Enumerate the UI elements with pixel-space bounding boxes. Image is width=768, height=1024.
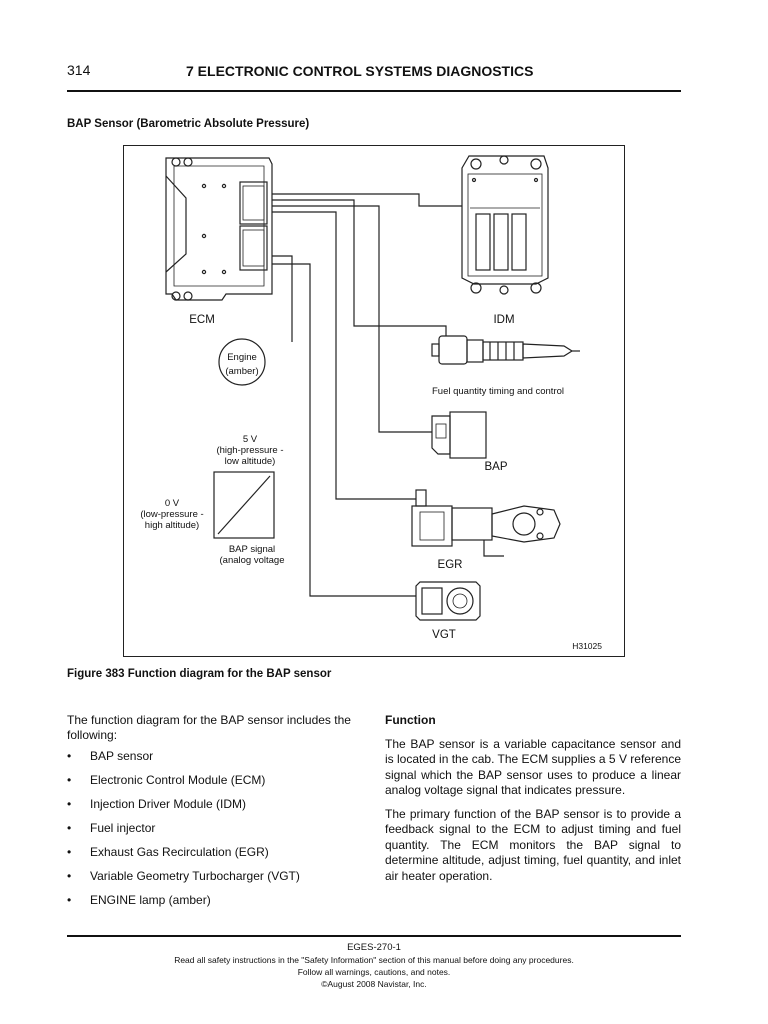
figure-caption: Figure 383 Function diagram for the BAP …: [67, 668, 332, 680]
components-list-section: The function diagram for the BAP sensor …: [67, 713, 367, 916]
list-item: • Electronic Control Module (ECM): [67, 772, 367, 796]
footer-rule: [67, 935, 681, 937]
list-item-text: ENGINE lamp (amber): [90, 893, 211, 907]
list-item: • Fuel injector: [67, 820, 367, 844]
page-footer: EGES-270-1 Read all safety instructions …: [67, 942, 681, 990]
low-voltage-label-line2: (low-pressure -: [140, 509, 203, 520]
list-item: • ENGINE lamp (amber): [67, 892, 367, 916]
function-paragraph: The primary function of the BAP sensor i…: [385, 806, 681, 883]
components-intro: The function diagram for the BAP sensor …: [67, 713, 351, 742]
bullet: •: [67, 869, 72, 883]
list-item: • Exhaust Gas Recirculation (EGR): [67, 844, 367, 868]
list-item-text: BAP sensor: [90, 749, 154, 763]
engine-lamp-label-line2: (amber): [225, 366, 258, 377]
bullet: •: [67, 821, 72, 835]
list-item-text: Injection Driver Module (IDM): [90, 797, 247, 811]
fuel-injector-label: Fuel quantity timing and control: [432, 386, 564, 397]
list-item-text: Variable Geometry Turbocharger (VGT): [90, 869, 300, 883]
ecm-module-drawing: [165, 157, 273, 301]
chapter-title: 7 ELECTRONIC CONTROL SYSTEMS DIAGNOSTICS: [186, 63, 534, 79]
function-paragraph: The BAP sensor is a variable capacitance…: [385, 736, 681, 798]
bullet: •: [67, 773, 72, 787]
high-voltage-label-line1: 5 V: [243, 434, 258, 445]
ecm-label: ECM: [189, 314, 215, 326]
figure-id: H31025: [572, 641, 602, 651]
document-code: EGES-270-1: [347, 942, 401, 953]
function-section: Function The BAP sensor is a variable ca…: [385, 713, 681, 892]
engine-lamp-label-line1: Engine: [227, 352, 257, 363]
function-diagram: ECM IDM BAP EGR VGT Engine (amber) 5 V (…: [123, 145, 625, 657]
egr-label: EGR: [438, 559, 463, 571]
footer-line: Read all safety instructions in the "Saf…: [174, 955, 574, 965]
engine-lamp-circle: [218, 338, 266, 386]
components-list: • BAP sensor • Electronic Control Module (…: [67, 748, 367, 916]
bap-signal-label-line1: BAP signal: [229, 544, 275, 555]
low-voltage-label-line1: 0 V: [165, 498, 180, 509]
list-item: • Variable Geometry Turbocharger (VGT): [67, 868, 367, 892]
high-voltage-label-line3: low altitude): [225, 456, 276, 467]
bullet: •: [67, 845, 72, 859]
bap-label: BAP: [484, 461, 507, 473]
wiring-harness: [272, 193, 462, 597]
header-rule: [67, 90, 681, 92]
footer-line: Follow all warnings, cautions, and notes…: [297, 967, 451, 977]
list-item-text: Exhaust Gas Recirculation (EGR): [90, 845, 269, 859]
bullet: •: [67, 797, 72, 811]
idm-module-drawing: [461, 155, 549, 295]
page-number: 314: [67, 62, 91, 78]
vgt-label: VGT: [432, 629, 456, 641]
list-item: • BAP sensor: [67, 748, 367, 772]
list-item-text: Electronic Control Module (ECM): [90, 773, 266, 787]
list-item: • Injection Driver Module (IDM): [67, 796, 367, 820]
list-item-text: Fuel injector: [90, 821, 156, 835]
high-voltage-label-line2: (high-pressure -: [216, 445, 283, 456]
idm-label: IDM: [493, 314, 514, 326]
bap-signal-label-line2: (analog voltage: [220, 555, 285, 566]
copyright: ©August 2008 Navistar, Inc.: [321, 979, 427, 989]
low-voltage-label-line3: high altitude): [145, 520, 199, 531]
bullet: •: [67, 749, 72, 763]
function-heading: Function: [385, 713, 436, 727]
fuel-injector-drawing: [431, 335, 580, 365]
section-title: BAP Sensor (Barometric Absolute Pressure…: [67, 118, 310, 130]
bap-signal-graph: [213, 471, 275, 539]
function-diagram-svg: ECM IDM BAP EGR VGT Engine (amber) 5 V (…: [140, 155, 602, 651]
vgt-actuator-drawing: [415, 581, 481, 621]
egr-valve-drawing: [411, 489, 561, 557]
bap-sensor-drawing: [431, 411, 487, 459]
bullet: •: [67, 893, 72, 907]
